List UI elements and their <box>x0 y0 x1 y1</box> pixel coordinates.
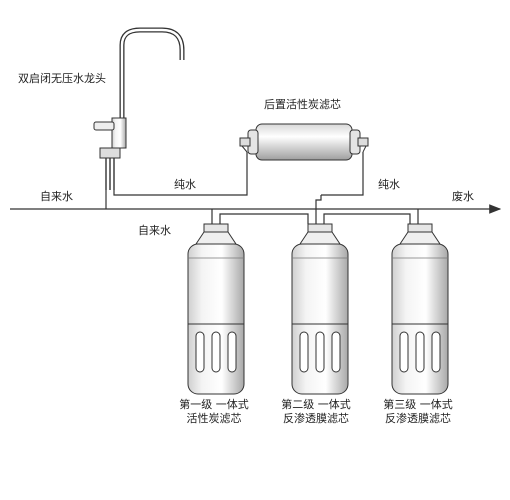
filter-2-line2: 反渗透膜滤芯 <box>283 412 349 425</box>
filter-1-caption: 第一级 一体式 活性炭滤芯 <box>168 398 260 426</box>
filter-3-caption: 第三级 一体式 反渗透膜滤芯 <box>372 398 464 426</box>
cartridge-filter-1 <box>187 223 245 395</box>
cartridge-filter-2 <box>291 223 349 395</box>
tap-water-branch-label: 自来水 <box>138 224 171 237</box>
filter-1-line2: 活性炭滤芯 <box>186 412 242 425</box>
interconnect-1-2 <box>219 213 309 224</box>
waste-water-label: 废水 <box>452 190 474 203</box>
inlet-label: 自来水 <box>40 190 73 203</box>
filter-3-line1: 第三级 一体式 <box>383 398 453 411</box>
interconnect-2-3 <box>315 195 322 224</box>
faucet <box>93 27 185 190</box>
filter-3-line2: 反渗透膜滤芯 <box>385 412 451 425</box>
pure-water-label-right: 纯水 <box>378 178 400 191</box>
post-carbon-filter <box>239 123 369 161</box>
pure-water-pipe-left <box>113 152 248 196</box>
pure-water-label-left: 纯水 <box>174 178 196 191</box>
pure-water-pipe-right <box>321 152 364 196</box>
interconnect-2-3b <box>323 213 411 224</box>
cartridge-filter-3 <box>391 223 449 395</box>
faucet-label: 双启闭无压水龙头 <box>18 72 106 85</box>
filter-2-line1: 第二级 一体式 <box>281 398 351 411</box>
filter-1-line1: 第一级 一体式 <box>179 398 249 411</box>
post-filter-label: 后置活性炭滤芯 <box>264 98 341 111</box>
filter-2-caption: 第二级 一体式 反渗透膜滤芯 <box>270 398 362 426</box>
